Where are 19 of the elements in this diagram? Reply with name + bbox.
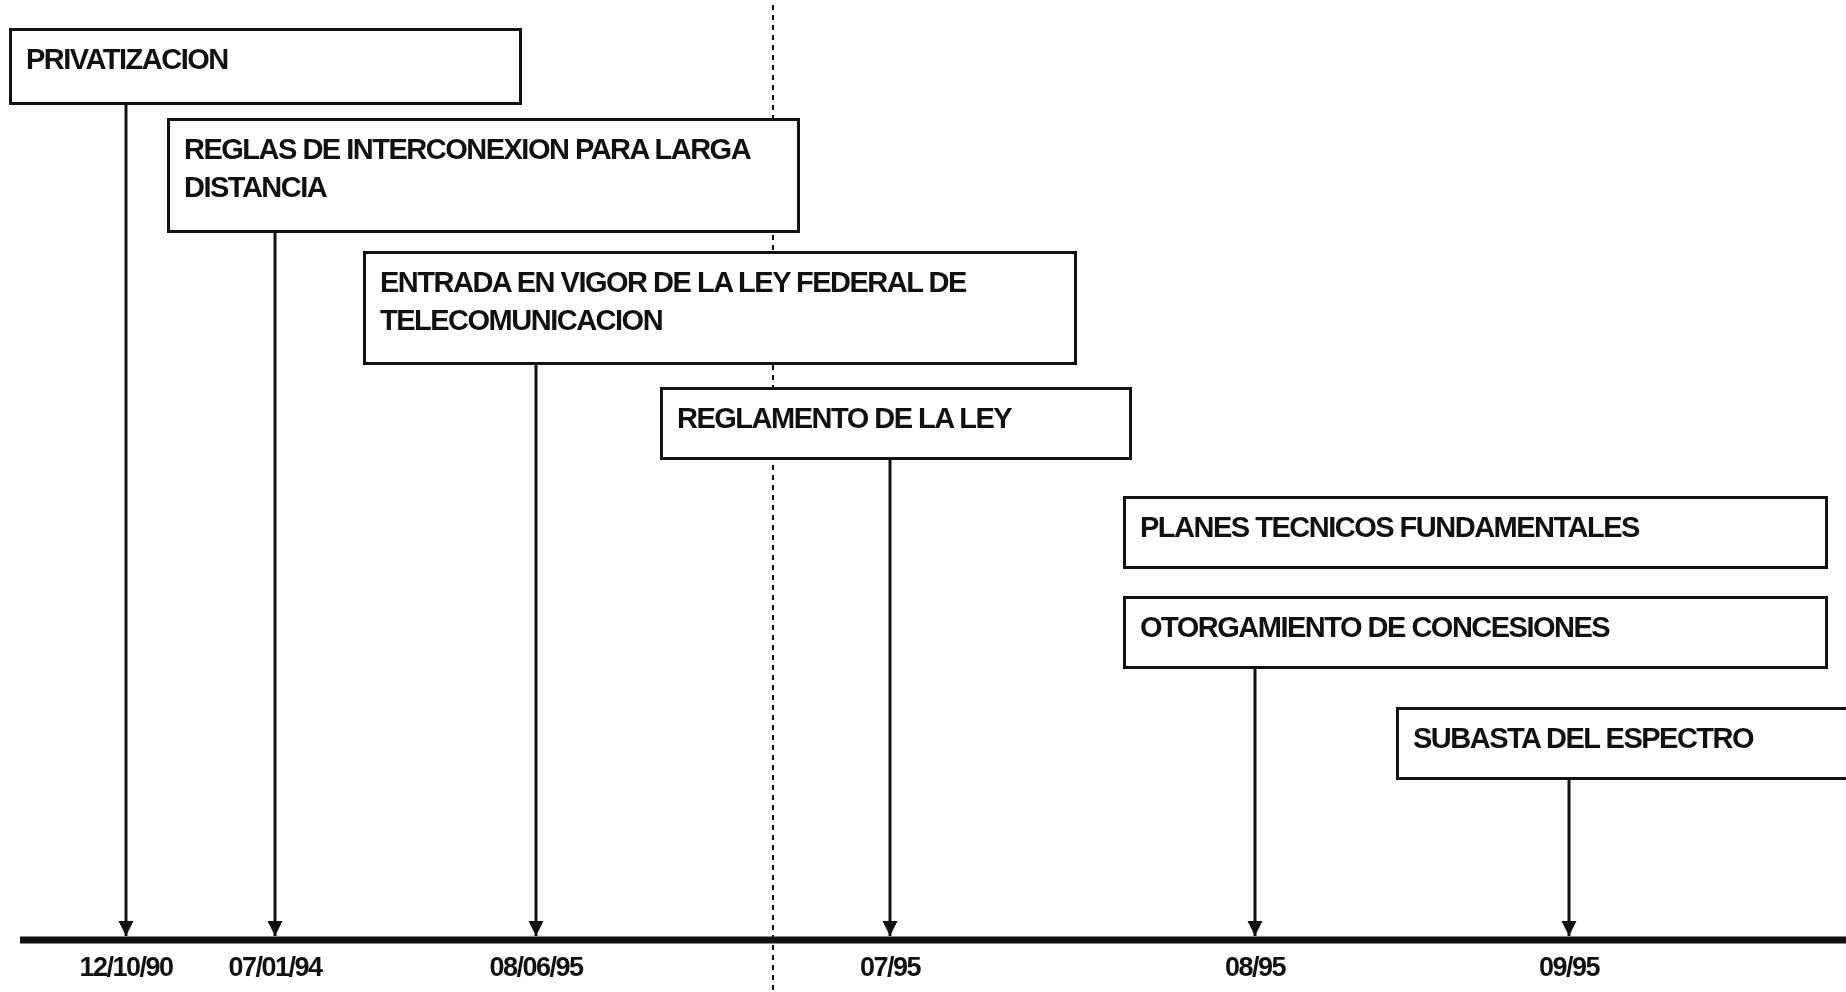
event-box: SUBASTA DEL ESPECTRO [1396, 707, 1846, 780]
arrow [882, 460, 898, 936]
arrow [118, 105, 134, 936]
event-box: REGLAS DE INTERCONEXION PARA LARGA DISTANCIA [167, 118, 800, 233]
arrow [1561, 780, 1577, 936]
date-label: 12/10/90 [56, 936, 196, 983]
event-box: ENTRADA EN VIGOR DE LA LEY FEDERAL DE TELECOMUNICACION [363, 251, 1077, 365]
event-box: OTORGAMIENTO DE CONCESIONES [1123, 596, 1828, 669]
date-label: 08/06/95 [466, 936, 606, 983]
date-label: 09/95 [1499, 936, 1639, 983]
date-label: 08/95 [1185, 936, 1325, 983]
date-label: 07/95 [820, 936, 960, 983]
event-box: PLANES TECNICOS FUNDAMENTALES [1123, 496, 1828, 569]
arrow [1247, 669, 1263, 936]
arrow [267, 233, 283, 936]
event-box: REGLAMENTO DE LA LEY [660, 387, 1132, 460]
date-label: 07/01/94 [205, 936, 345, 983]
arrow [528, 365, 544, 936]
event-box: PRIVATIZACION [9, 28, 522, 105]
